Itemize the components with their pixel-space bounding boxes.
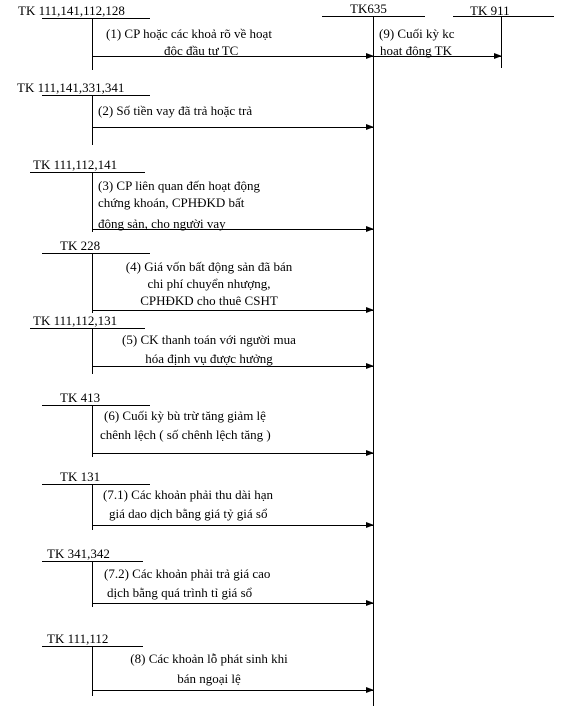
entry-7-1-stem bbox=[92, 484, 93, 530]
entry-5-text-1: (5) CK thanh toán với người mua bbox=[122, 332, 296, 347]
entry-7-1-account: TK 131 bbox=[60, 469, 101, 484]
entry-8-arrow bbox=[92, 687, 374, 693]
entry-1-text-1: (1) CP hoặc các khoả rõ về hoạt bbox=[106, 26, 272, 41]
entry-2-text-1: (2) Số tiền vay đã trả hoặc trả bbox=[98, 103, 253, 118]
entry-8-text-1: (8) Các khoản lỗ phát sinh khi bbox=[130, 651, 288, 666]
entry-8-account: TK 111,112 bbox=[47, 631, 109, 646]
tk635-label: TK635 bbox=[350, 1, 387, 16]
entry-3-stem bbox=[92, 172, 93, 232]
transfer-arrow bbox=[373, 53, 502, 59]
entry-6-text-2: chênh lệch ( số chênh lệch tăng ) bbox=[100, 427, 271, 442]
entry-7-1-account-line bbox=[42, 484, 150, 485]
entry-1-account-line bbox=[42, 18, 150, 19]
entry-4-text-1: (4) Giá vốn bất động sản đã bán bbox=[125, 259, 293, 274]
entry-6-account-line bbox=[42, 405, 150, 406]
entry-7-1-arrow bbox=[92, 522, 374, 528]
entry-4-text-3: CPHĐKD cho thuê CSHT bbox=[140, 293, 278, 308]
entry-7-1-text-2: giá dao dịch bằng giá tỷ giá sổ bbox=[109, 506, 268, 521]
entry-4-arrow bbox=[92, 307, 374, 313]
entry-5-arrow bbox=[92, 363, 374, 369]
entry-2-stem bbox=[92, 95, 93, 145]
tk911-axis bbox=[501, 16, 502, 68]
entry-2-arrow bbox=[92, 124, 374, 130]
tk911-label: TK 911 bbox=[470, 3, 510, 18]
entry-1-stem bbox=[92, 18, 93, 70]
entry-7-1-text-1: (7.1) Các khoản phải thu dài hạn bbox=[103, 487, 274, 502]
entry-3-arrow bbox=[92, 226, 374, 232]
entry-5-stem bbox=[92, 328, 93, 374]
entry-4-account: TK 228 bbox=[60, 238, 101, 253]
entry-3-account-line bbox=[30, 172, 145, 173]
entry-2-account-line bbox=[42, 95, 150, 96]
transfer-text-2: hoạt động TK bbox=[380, 43, 452, 58]
entry-7-2-text-1: (7.2) Các khoản phải trả giá cao bbox=[104, 566, 271, 581]
entry-7-2-stem bbox=[92, 561, 93, 607]
tk635-axis bbox=[373, 16, 374, 706]
entry-1-text-2: độc đầu tư TC bbox=[164, 43, 239, 58]
entry-7-2-account: TK 341,342 bbox=[47, 546, 110, 561]
entry-3-account: TK 111,112,141 bbox=[33, 157, 118, 172]
entry-6-text-1: (6) Cuối kỳ bù trừ tăng giảm lệ bbox=[104, 408, 266, 423]
entry-8-text-2: bán ngoại lệ bbox=[177, 671, 241, 686]
transfer-text-1: (9) Cuối kỳ kc bbox=[379, 26, 455, 41]
entry-4-text-2: chi phí chuyển nhượng, bbox=[147, 276, 271, 291]
entry-3-text-2: chứng khoán, CPHĐKD bất bbox=[98, 195, 245, 210]
entry-7-2-text-2: dịch bằng quá trình tỉ giá sổ bbox=[107, 585, 253, 600]
entry-6-stem bbox=[92, 405, 93, 457]
tk911-header-line bbox=[453, 16, 554, 17]
entry-6-account: TK 413 bbox=[60, 390, 101, 405]
entry-1-arrow bbox=[92, 53, 374, 59]
entry-5-account-line bbox=[30, 328, 145, 329]
entry-2-account: TK 111,141,331,341 bbox=[17, 80, 125, 95]
entry-4-stem bbox=[92, 253, 93, 313]
entry-3-text-3: động sản, cho người vay bbox=[98, 216, 226, 231]
entry-5-account: TK 111,112,131 bbox=[33, 313, 118, 328]
entry-7-2-arrow bbox=[92, 600, 374, 606]
entry-8-stem bbox=[92, 646, 93, 696]
entry-4-account-line bbox=[42, 253, 150, 254]
entry-5-text-2: hóa định vụ được hưởng bbox=[145, 351, 273, 366]
entry-1-account: TK 111,141,112,128 bbox=[18, 3, 125, 18]
entry-3-text-1: (3) CP liên quan đến hoạt động bbox=[98, 178, 260, 193]
entry-6-arrow bbox=[92, 450, 374, 456]
